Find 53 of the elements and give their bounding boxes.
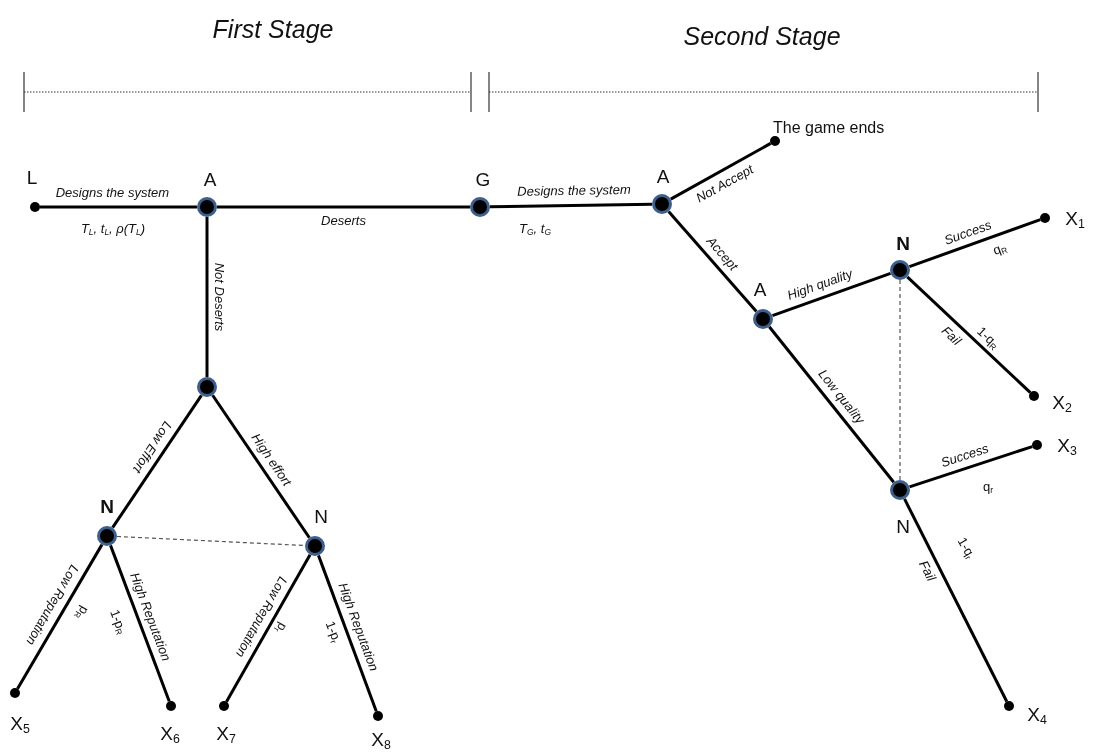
edge-label: Fail [915,558,938,585]
edge-label: Success [939,441,991,471]
decision-node [197,377,217,397]
node-label: N [314,506,328,526]
node-label: G [475,169,491,189]
edge-label: High quality [785,266,855,303]
node-label: A [753,279,767,299]
node-label: X$_{6}$ [160,723,180,743]
node-label: X$_{3}$ [1057,435,1077,455]
branch-line [109,544,171,702]
branch-line [217,205,470,209]
edge-label: Success [942,217,994,248]
branch-line [768,325,895,484]
branch-line [40,205,197,209]
node-label: The game ends [773,120,885,136]
branch-line [489,202,653,209]
node-label: A [203,169,217,189]
branch-line [317,554,378,712]
node-label: X$_{2}$ [1052,392,1072,412]
node-label: X$_{5}$ [10,713,30,733]
node-label: X$_{7}$ [216,723,236,743]
parameter-label: T$_{G}$, t$_{G}$ [519,221,551,237]
node-label: X$_{8}$ [371,729,391,749]
node-label: A [656,166,670,186]
edge-label: Designs the system [517,183,632,200]
node-label: X$_{1}$ [1065,208,1085,228]
branch-line [211,394,311,539]
branch-line [225,553,312,703]
information-set-line [116,535,306,547]
branch-line [771,271,892,318]
edge-label: Not Deserts [211,262,227,332]
stage-title: Second Stage [683,23,841,51]
information-set-line [899,279,901,481]
branch-line [903,498,1009,703]
stage-title: First Stage [212,16,334,44]
edge-label: Deserts [321,213,366,229]
branch-line [205,217,209,377]
edge-label: Designs the system [55,185,170,201]
node-label: N [896,233,910,253]
branch-line [909,445,1033,489]
branch-line [908,218,1041,269]
branch-line [906,275,1032,394]
parameter-label: T$_{L}$, t$_{L}$, ρ(T$_{L}$) [80,221,146,237]
branch-line [111,394,203,529]
edge-label: Fail [938,323,964,349]
node-label: N [896,516,910,536]
branch-line [16,543,104,690]
node-label: N [100,496,114,516]
branch-line [667,210,758,313]
probability-label: q$_{r}$ [983,479,993,495]
branch-line [670,142,772,201]
node-label: L [26,167,38,187]
node-label: X$_{4}$ [1027,704,1047,724]
